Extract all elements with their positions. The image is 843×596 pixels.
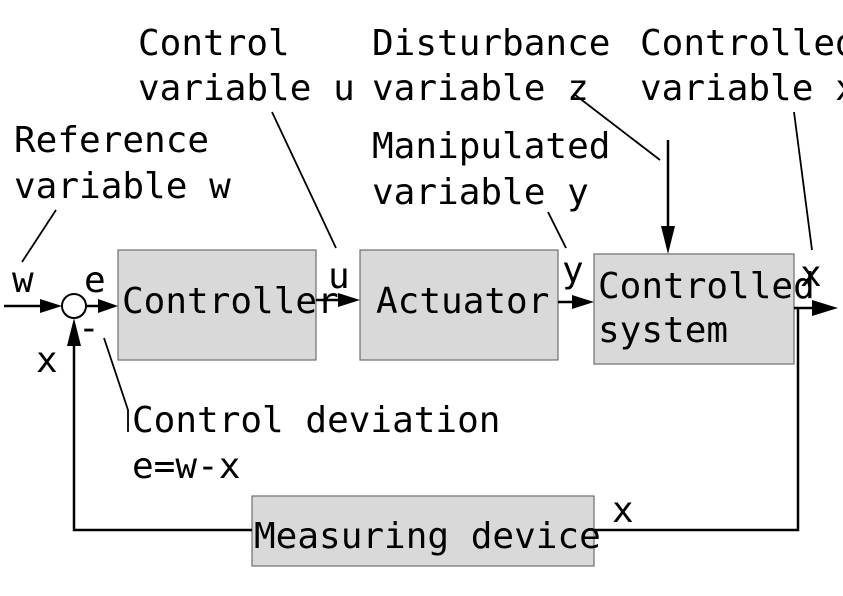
controller-label: Controller [122,281,339,322]
manipulated-variable-label-line2: variable y [372,172,589,213]
controlled-variable-output-arrow-head [812,300,838,316]
minus-sign: - [78,308,100,349]
deviation-leader [103,337,129,432]
control-variable-leader [271,111,337,249]
controlled-variable-leader [793,111,813,251]
disturbance-leader [573,93,661,161]
control-deviation-label-line1: Control deviation [132,400,500,441]
feedback-arrow-head [67,318,81,346]
feedback-path-right [594,308,800,532]
signal-x-output-label: x [800,254,822,295]
manipulated-variable-leader [547,211,567,249]
reference-variable-leader [21,209,57,263]
actuator-block [359,249,559,361]
control-variable-arrow-head [338,293,360,307]
reference-input-arrow-head [40,299,62,313]
manipulated-variable-arrow-head [572,295,594,309]
control-variable-label-line1: Control [138,23,290,64]
measuring-device-label: Measuring device [254,516,601,557]
disturbance-variable-label-line2: variable z [372,68,589,109]
signal-e-label: e [84,260,106,301]
controlled-variable-label-line2: variable x [640,68,843,109]
disturbance-variable-label-line1: Disturbance [372,23,610,64]
actuator-label: Actuator [376,281,549,322]
signal-x-feedback-label: x [36,340,58,381]
reference-variable-label-line2: variable w [14,166,231,207]
signal-x-measuring-label: x [612,490,634,531]
controlled-system-label-line1: Controlled [598,266,815,307]
manipulated-variable-label-line1: Manipulated [372,126,610,167]
controlled-system-block [593,253,795,365]
signal-u-label: u [328,256,350,297]
control-variable-label-line2: variable u [138,68,355,109]
feedback-path-left [72,340,252,532]
controlled-variable-label-line1: Controlled [640,23,843,64]
reference-variable-label-line1: Reference [14,120,209,161]
controller-block [117,249,317,361]
signal-y-label: y [562,250,584,291]
deviation-arrow-head [98,299,118,313]
disturbance-arrow-head [661,226,675,254]
signal-w-label: w [12,260,34,301]
controlled-system-label-line2: system [598,310,728,351]
control-deviation-label-line2: e=w-x [132,446,240,487]
